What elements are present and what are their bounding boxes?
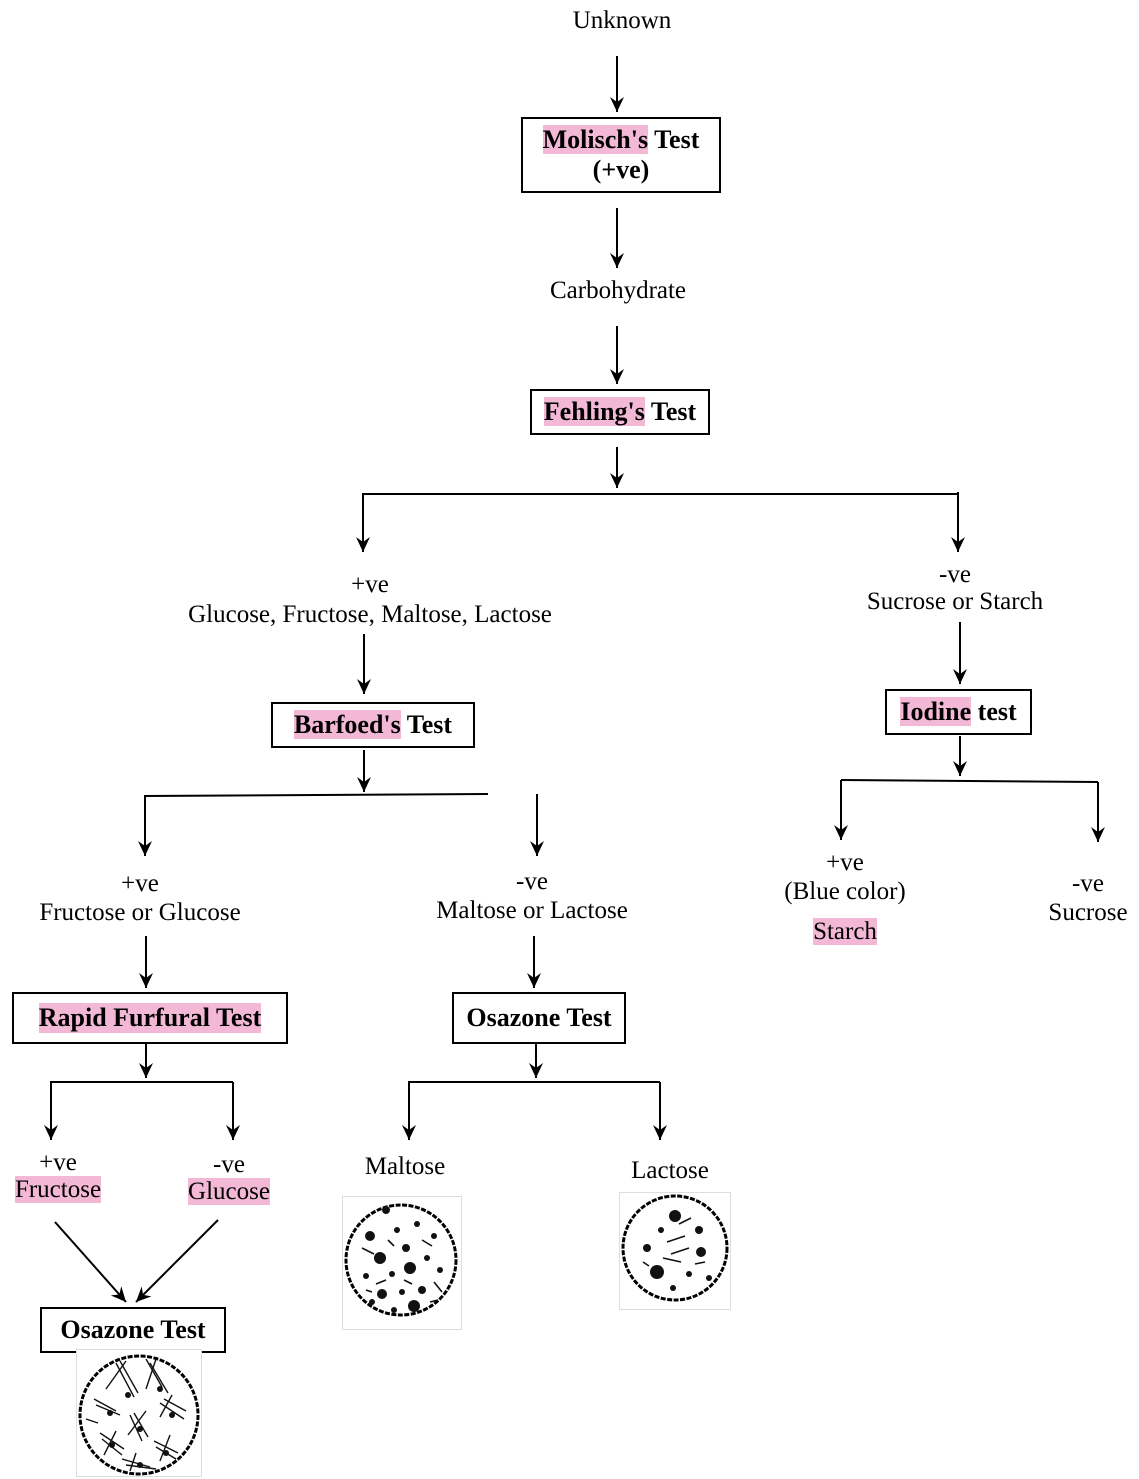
molisch-test-highlight: Molisch's (542, 125, 649, 154)
iodine-positive-note: (Blue color) (784, 878, 906, 905)
maltose-crystal-icon (342, 1196, 462, 1330)
fehling-test-highlight: Fehling's (543, 397, 645, 426)
barfoed-positive-sign: +ve (121, 870, 159, 897)
fehling-negative-sugars: Sucrose or Starch (866, 588, 1044, 615)
barfoed-negative-sugars: Maltose or Lactose (436, 897, 628, 924)
barfoed-positive-sugars: Fructose or Glucose (39, 899, 241, 926)
molisch-test-box: Molisch's Test (+ve) (521, 117, 721, 193)
barfoed-test-label: Test (400, 710, 453, 739)
iodine-test-highlight: Iodine (900, 697, 972, 726)
lactose-label: Lactose (631, 1157, 709, 1184)
iodine-negative-sucrose: Sucrose (1048, 899, 1128, 926)
lactose-crystal-icon (619, 1192, 731, 1310)
rapid-furfural-test-box: Rapid Furfural Test (12, 992, 288, 1044)
fehling-positive-result: +ve Glucose, Fructose, Maltose, Lactose (130, 570, 610, 629)
furfural-negative-sign: -ve (213, 1151, 245, 1178)
furfural-positive-result: +ve Fructose (6, 1150, 110, 1204)
barfoed-split-bar (143, 793, 489, 797)
fehling-negative-sign: -ve (939, 561, 971, 588)
carbohydrate-label: Carbohydrate (549, 277, 687, 304)
molisch-test-result: (+ve) (592, 155, 650, 184)
arrow-glucose-osazone (135, 1219, 219, 1303)
iodine-positive-starch: Starch (813, 918, 877, 945)
iodine-test-box: Iodine test (885, 689, 1032, 735)
furfural-positive-fructose: Fructose (14, 1176, 102, 1203)
unknown-label: Unknown (572, 7, 672, 34)
fehling-negative-result: -ve Sucrose or Starch (830, 561, 1080, 615)
iodine-negative-result: -ve Sucrose (1040, 869, 1136, 927)
maltose-label: Maltose (364, 1153, 446, 1180)
furfural-negative-glucose: Glucose (188, 1178, 270, 1205)
iodine-positive-sign: +ve (826, 849, 864, 876)
glucosazone-crystal-icon (76, 1349, 202, 1477)
fehling-positive-sugars: Glucose, Fructose, Maltose, Lactose (188, 601, 552, 628)
osazone-test-label-left: Osazone Test (60, 1315, 206, 1344)
barfoed-positive-result: +ve Fructose or Glucose (20, 869, 260, 927)
osazone-test-label-middle: Osazone Test (466, 1003, 612, 1032)
barfoed-test-box: Barfoed's Test (271, 702, 475, 748)
fehling-positive-sign: +ve (351, 571, 389, 598)
furfural-positive-sign: +ve (39, 1149, 77, 1176)
rapid-furfural-test-label: Rapid Furfural Test (38, 1003, 262, 1033)
osazone-test-box-left: Osazone Test (40, 1307, 226, 1353)
furfural-negative-result: -ve Glucose (176, 1152, 282, 1206)
fehling-test-box: Fehling's Test (530, 389, 710, 435)
barfoed-test-highlight: Barfoed's (293, 710, 401, 739)
fehling-test-label: Test (644, 397, 697, 426)
iodine-negative-sign: -ve (1072, 870, 1104, 897)
arrow-fructose-osazone (54, 1221, 127, 1303)
iodine-split-bar (840, 779, 1099, 783)
osazone-test-box-middle: Osazone Test (452, 992, 626, 1044)
iodine-test-label: test (971, 697, 1017, 726)
barfoed-negative-sign: -ve (516, 868, 548, 895)
iodine-positive-result: +ve (Blue color) Starch (760, 848, 930, 946)
molisch-test-label: Test (648, 125, 700, 154)
barfoed-negative-result: -ve Maltose or Lactose (412, 867, 652, 925)
